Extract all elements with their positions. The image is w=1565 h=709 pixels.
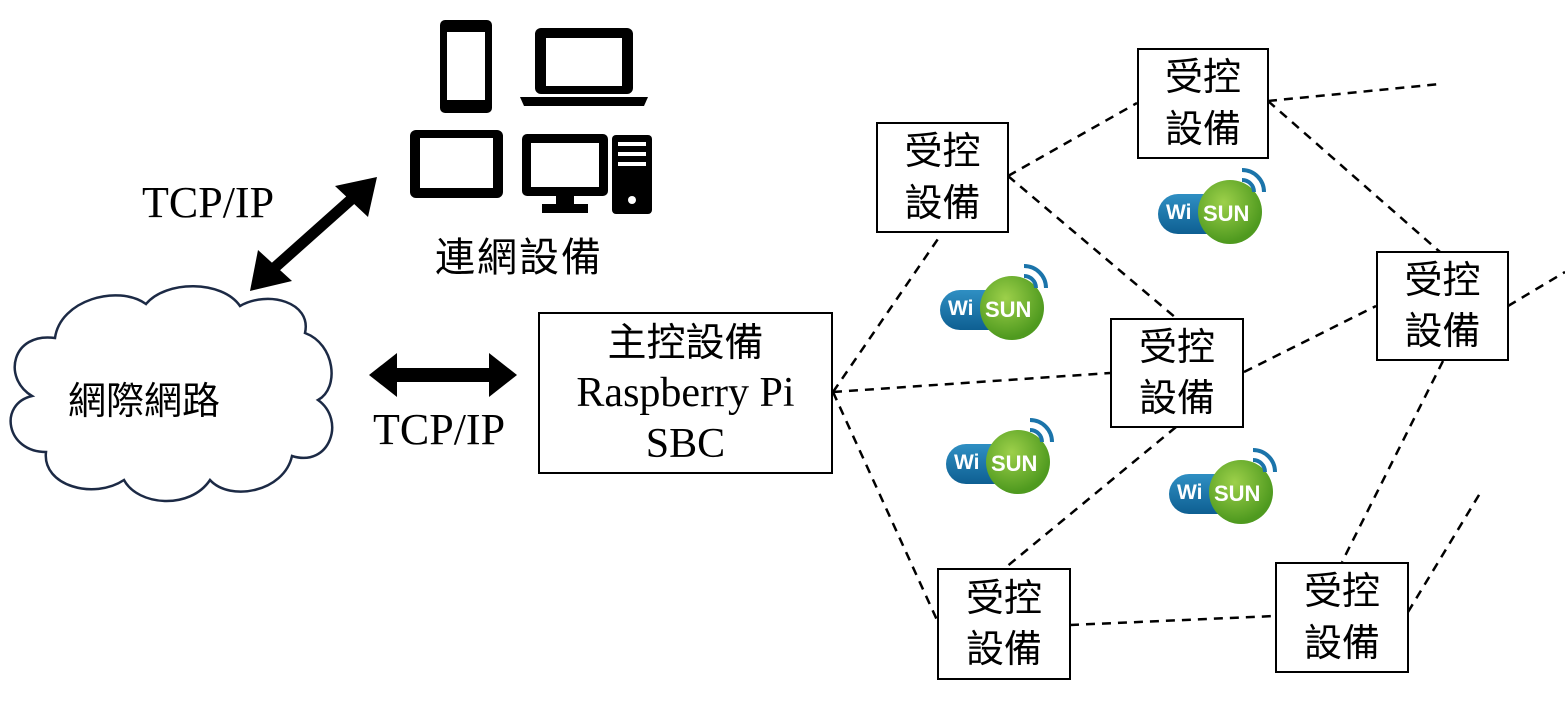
link-master-node1 (831, 235, 942, 393)
slave-label-line1: 受控 (1303, 569, 1380, 614)
wisun-logo: Wi SUN (946, 416, 1066, 502)
connected-devices-label: 連網設備 (435, 235, 603, 281)
wisun-logo: Wi SUN (940, 262, 1060, 348)
internet-label: 網際網路 (68, 379, 221, 423)
link-master-node3 (832, 371, 1111, 394)
master-type: SBC (645, 420, 726, 467)
slave-label-line1: 受控 (1404, 257, 1481, 302)
wisun-logo-sun-text: SUN (1214, 481, 1261, 506)
link-node4-node6 (1340, 360, 1445, 563)
wifi-waves-icon (1241, 168, 1266, 193)
slave-label-line1: 受控 (965, 575, 1042, 620)
master-model: Raspberry Pi (576, 369, 795, 416)
wisun-logo-sun-text: SUN (1203, 201, 1250, 226)
slave-device-node: 受控設備 (1137, 48, 1269, 159)
link-node1-node3 (1007, 175, 1177, 319)
slave-label-line2: 設備 (1404, 309, 1481, 353)
link-node2-node4 (1267, 100, 1441, 253)
link-node2-offscreen (1267, 82, 1441, 103)
slave-device-node: 受控設備 (1275, 562, 1409, 673)
master-device-box: 主控設備 Raspberry Pi SBC (538, 312, 833, 474)
slave-label-line2: 設備 (904, 180, 981, 225)
slave-device-node: 受控設備 (876, 122, 1009, 233)
slave-label-line1: 受控 (1138, 324, 1215, 369)
wisun-logo-wi: Wi (1166, 201, 1192, 224)
link-node5-node6 (1069, 614, 1276, 627)
internet-cloud-icon (9, 285, 334, 503)
wisun-logo-sun-text: SUN (991, 451, 1038, 476)
smartphone-icon (440, 20, 492, 113)
wifi-waves-icon (1023, 264, 1048, 289)
wisun-logo-sun (1198, 180, 1262, 244)
slave-device-node: 受控設備 (937, 568, 1071, 680)
link-node6-offscreen (1406, 489, 1484, 613)
desktop-computer-icon (522, 134, 652, 214)
wisun-logo-sun-text: SUN (985, 297, 1032, 322)
link-master-node5 (831, 391, 939, 621)
wisun-logo-sun (986, 430, 1050, 494)
wisun-logo-sun (980, 276, 1044, 340)
slave-device-node: 受控設備 (1376, 251, 1509, 361)
slave-label-line1: 受控 (904, 129, 981, 174)
slave-label-line2: 設備 (1164, 106, 1241, 151)
link-node4-offscreen (1507, 270, 1565, 308)
wisun-logo-wi: Wi (948, 297, 974, 320)
wisun-logo-wi: Wi (1177, 481, 1203, 504)
wisun-logo: Wi SUN (1169, 446, 1289, 532)
slave-label-line2: 設備 (1303, 620, 1380, 665)
tablet-icon (410, 130, 503, 198)
wifi-waves-icon (1252, 448, 1277, 473)
slave-label-line2: 設備 (1138, 376, 1215, 420)
tcp-ip-label-top: TCP/IP (142, 178, 275, 227)
tcp-ip-label-mid: TCP/IP (373, 405, 506, 454)
link-node3-node4 (1243, 304, 1377, 374)
horizontal-double-arrow (369, 353, 517, 397)
diagonal-double-arrow (250, 177, 377, 291)
link-node1-node2 (1007, 101, 1138, 178)
slave-device-node: 受控設備 (1110, 318, 1244, 428)
slave-label-line1: 受控 (1164, 55, 1241, 100)
master-title: 主控設備 (607, 321, 764, 366)
wisun-logo: Wi SUN (1158, 166, 1278, 252)
wifi-waves-icon (1029, 418, 1054, 443)
wisun-logo-wi: Wi (954, 451, 980, 474)
wisun-logo-sun (1209, 460, 1273, 524)
laptop-icon (520, 28, 648, 106)
link-node3-node5 (1004, 426, 1177, 569)
slave-label-line2: 設備 (965, 627, 1042, 671)
mesh-links (831, 82, 1565, 627)
